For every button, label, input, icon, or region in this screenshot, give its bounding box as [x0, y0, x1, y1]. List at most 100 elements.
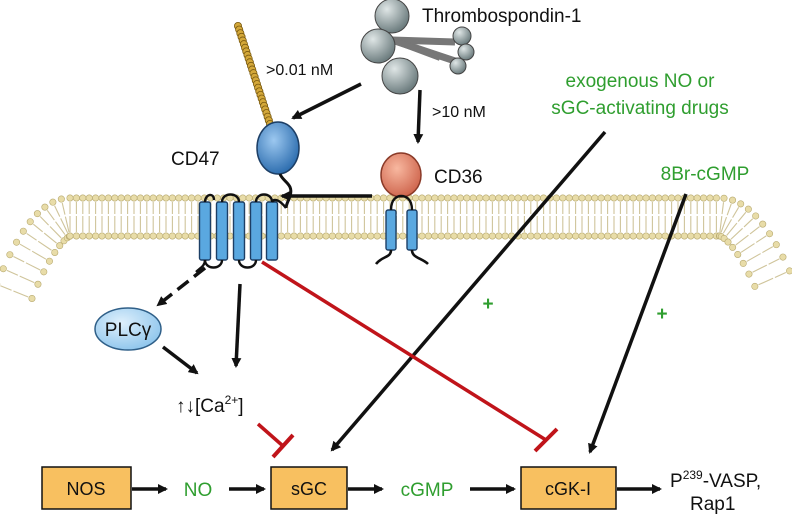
lipid-head — [616, 194, 624, 202]
lipid-head — [124, 194, 132, 202]
lipid-head — [354, 232, 362, 240]
lipid-head — [552, 232, 560, 240]
arrow-exogenous-to-sgc — [330, 130, 607, 452]
lipid-head — [40, 268, 48, 276]
lipid-head — [104, 232, 112, 240]
lipid-head — [85, 194, 93, 202]
lipid-tail — [6, 269, 19, 276]
lipid-head — [72, 232, 80, 240]
lipid-tail — [719, 216, 723, 233]
thrombospondin-icon — [360, 0, 475, 95]
lipid-head — [399, 232, 407, 240]
lipid-tail — [730, 227, 743, 240]
lipid-head — [680, 232, 688, 240]
lipid-head — [19, 227, 27, 235]
lipid-head — [661, 232, 669, 240]
lipid-head — [469, 232, 477, 240]
lipid-head — [85, 232, 93, 240]
lipid-head — [348, 232, 356, 240]
lipid-head — [431, 232, 439, 240]
lipid-head — [527, 232, 535, 240]
lipid-head — [766, 230, 774, 238]
helix-loop — [400, 194, 414, 211]
lipid-head — [629, 194, 637, 202]
lipid-head — [117, 194, 125, 202]
lipid-head — [412, 194, 420, 202]
lipid-head — [373, 194, 381, 202]
nos-box — [41, 466, 132, 510]
lipid-head — [552, 194, 560, 202]
lipid-head — [111, 232, 119, 240]
lipid-head — [98, 232, 106, 240]
cgk-box — [520, 466, 617, 510]
lipid-head — [33, 210, 41, 218]
exogenous-no-label: exogenous NO or — [566, 71, 716, 92]
lipid-head — [729, 243, 737, 251]
lipid-head — [629, 232, 637, 240]
lipid-head — [136, 232, 144, 240]
lipid-head — [687, 232, 695, 240]
plus-sign-sgc: + — [482, 294, 493, 315]
activation-arrows — [132, 82, 688, 494]
lipid-head — [469, 194, 477, 202]
lipid-tail — [740, 243, 755, 253]
lipid-head — [456, 232, 464, 240]
lipid-head — [418, 194, 426, 202]
lipid-head — [495, 194, 503, 202]
no-label: NO — [184, 480, 213, 501]
lipid-head — [34, 280, 42, 288]
inhibit-cd47-to-cgk — [261, 260, 547, 442]
lipid-head — [668, 194, 676, 202]
cd36-concentration-label: >10 nM — [432, 104, 486, 121]
lipid-head — [759, 220, 767, 228]
lipid-head — [162, 232, 170, 240]
lipid-head — [674, 194, 682, 202]
helix-tail — [195, 259, 207, 273]
lipid-tail — [54, 205, 61, 217]
cd47-bead-chain — [233, 21, 274, 129]
inhibit-bar-cgk — [533, 427, 559, 453]
lipid-head — [642, 194, 650, 202]
lipid-head — [450, 194, 458, 202]
lipid-head — [661, 194, 669, 202]
thrombospondin-label: Thrombospondin-1 — [422, 6, 581, 27]
lipid-tail — [746, 253, 761, 262]
lipid-tail — [749, 226, 760, 235]
lipid-tail — [752, 264, 768, 273]
lipid-tail — [32, 223, 44, 233]
lipid-head — [693, 194, 701, 202]
lipid-head — [752, 212, 760, 220]
lipid-head — [597, 194, 605, 202]
lipid-head — [309, 232, 317, 240]
lipid-head — [572, 194, 580, 202]
lipid-head — [431, 194, 439, 202]
lipid-head — [181, 194, 189, 202]
lipid-tail — [61, 202, 66, 215]
lipid-head — [488, 232, 496, 240]
lipid-tail — [735, 234, 749, 246]
lipid-head — [57, 195, 65, 203]
lipid-head — [578, 194, 586, 202]
lipid-tail — [726, 222, 738, 236]
lipid-head — [424, 232, 432, 240]
sgc-label: sGC — [291, 479, 327, 499]
lipid-head — [706, 232, 714, 240]
lipid-head — [495, 232, 503, 240]
lipid-head — [28, 294, 36, 302]
lipid-head — [700, 194, 708, 202]
lipid-head — [143, 194, 151, 202]
lipid-head — [597, 232, 605, 240]
cd36-head-icon — [380, 152, 422, 198]
lipid-head — [245, 194, 253, 202]
lipid-head — [636, 232, 644, 240]
lipid-tail — [737, 211, 747, 222]
helix-tail — [410, 249, 429, 265]
lipid-head — [616, 232, 624, 240]
lipid-head — [162, 194, 170, 202]
lipid-head — [335, 232, 343, 240]
lipid-head — [149, 194, 157, 202]
lipid-head — [92, 194, 100, 202]
calcium-label: ↑↓[Ca2+] — [176, 393, 244, 417]
lipid-head — [188, 232, 196, 240]
